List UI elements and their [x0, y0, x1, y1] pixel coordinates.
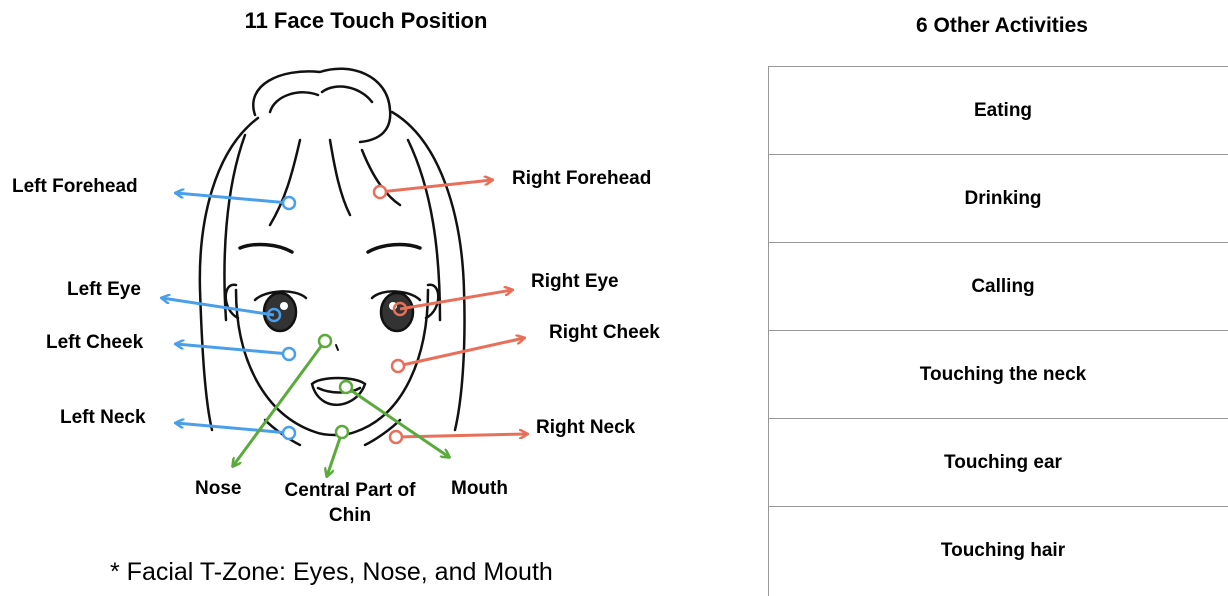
marker-right-forehead: [374, 186, 386, 198]
label-chin: Central Part of Chin: [265, 478, 435, 528]
label-right-forehead: Right Forehead: [512, 168, 651, 190]
activity-row: Drinking: [769, 154, 1228, 242]
label-right-neck: Right Neck: [536, 417, 635, 439]
label-left-cheek: Left Cheek: [46, 332, 143, 354]
label-right-cheek: Right Cheek: [549, 322, 660, 344]
arrow-right-forehead: [380, 180, 492, 192]
face-illustration: [200, 69, 465, 445]
label-mouth: Mouth: [451, 478, 508, 500]
activity-label: Touching hair: [769, 540, 1228, 562]
label-left-neck: Left Neck: [60, 407, 146, 429]
activity-label: Calling: [769, 276, 1228, 298]
arrow-left-forehead: [176, 193, 289, 203]
label-nose: Nose: [195, 478, 241, 500]
marker-nose: [319, 335, 331, 347]
marker-left-cheek: [283, 348, 295, 360]
activity-label: Drinking: [769, 188, 1228, 210]
label-right-eye: Right Eye: [531, 271, 619, 293]
activities-title: 6 Other Activities: [820, 14, 1184, 38]
label-left-forehead: Left Forehead: [12, 176, 138, 198]
activity-label: Touching the neck: [769, 364, 1228, 386]
marker-left-forehead: [283, 197, 295, 209]
activity-row: Touching hair: [769, 506, 1228, 594]
arrow-mouth: [346, 387, 449, 457]
arrow-right-cheek: [398, 338, 524, 366]
activity-label: Touching ear: [769, 452, 1228, 474]
label-left-eye: Left Eye: [67, 279, 141, 301]
activities-table: Eating Drinking Calling Touching the nec…: [768, 66, 1228, 596]
activity-row: Eating: [769, 66, 1228, 154]
activity-label: Eating: [769, 100, 1228, 122]
activity-row: Touching ear: [769, 418, 1228, 506]
arrow-left-eye: [162, 298, 274, 315]
arrow-right-eye: [400, 290, 512, 309]
marker-chin: [336, 426, 348, 438]
activity-row: Calling: [769, 242, 1228, 330]
arrow-left-cheek: [176, 344, 289, 354]
marker-mouth: [340, 381, 352, 393]
t-zone-note: * Facial T-Zone: Eyes, Nose, and Mouth: [110, 558, 553, 587]
activity-row: Touching the neck: [769, 330, 1228, 418]
marker-right-neck: [390, 431, 402, 443]
marker-left-neck: [283, 427, 295, 439]
marker-right-cheek: [392, 360, 404, 372]
